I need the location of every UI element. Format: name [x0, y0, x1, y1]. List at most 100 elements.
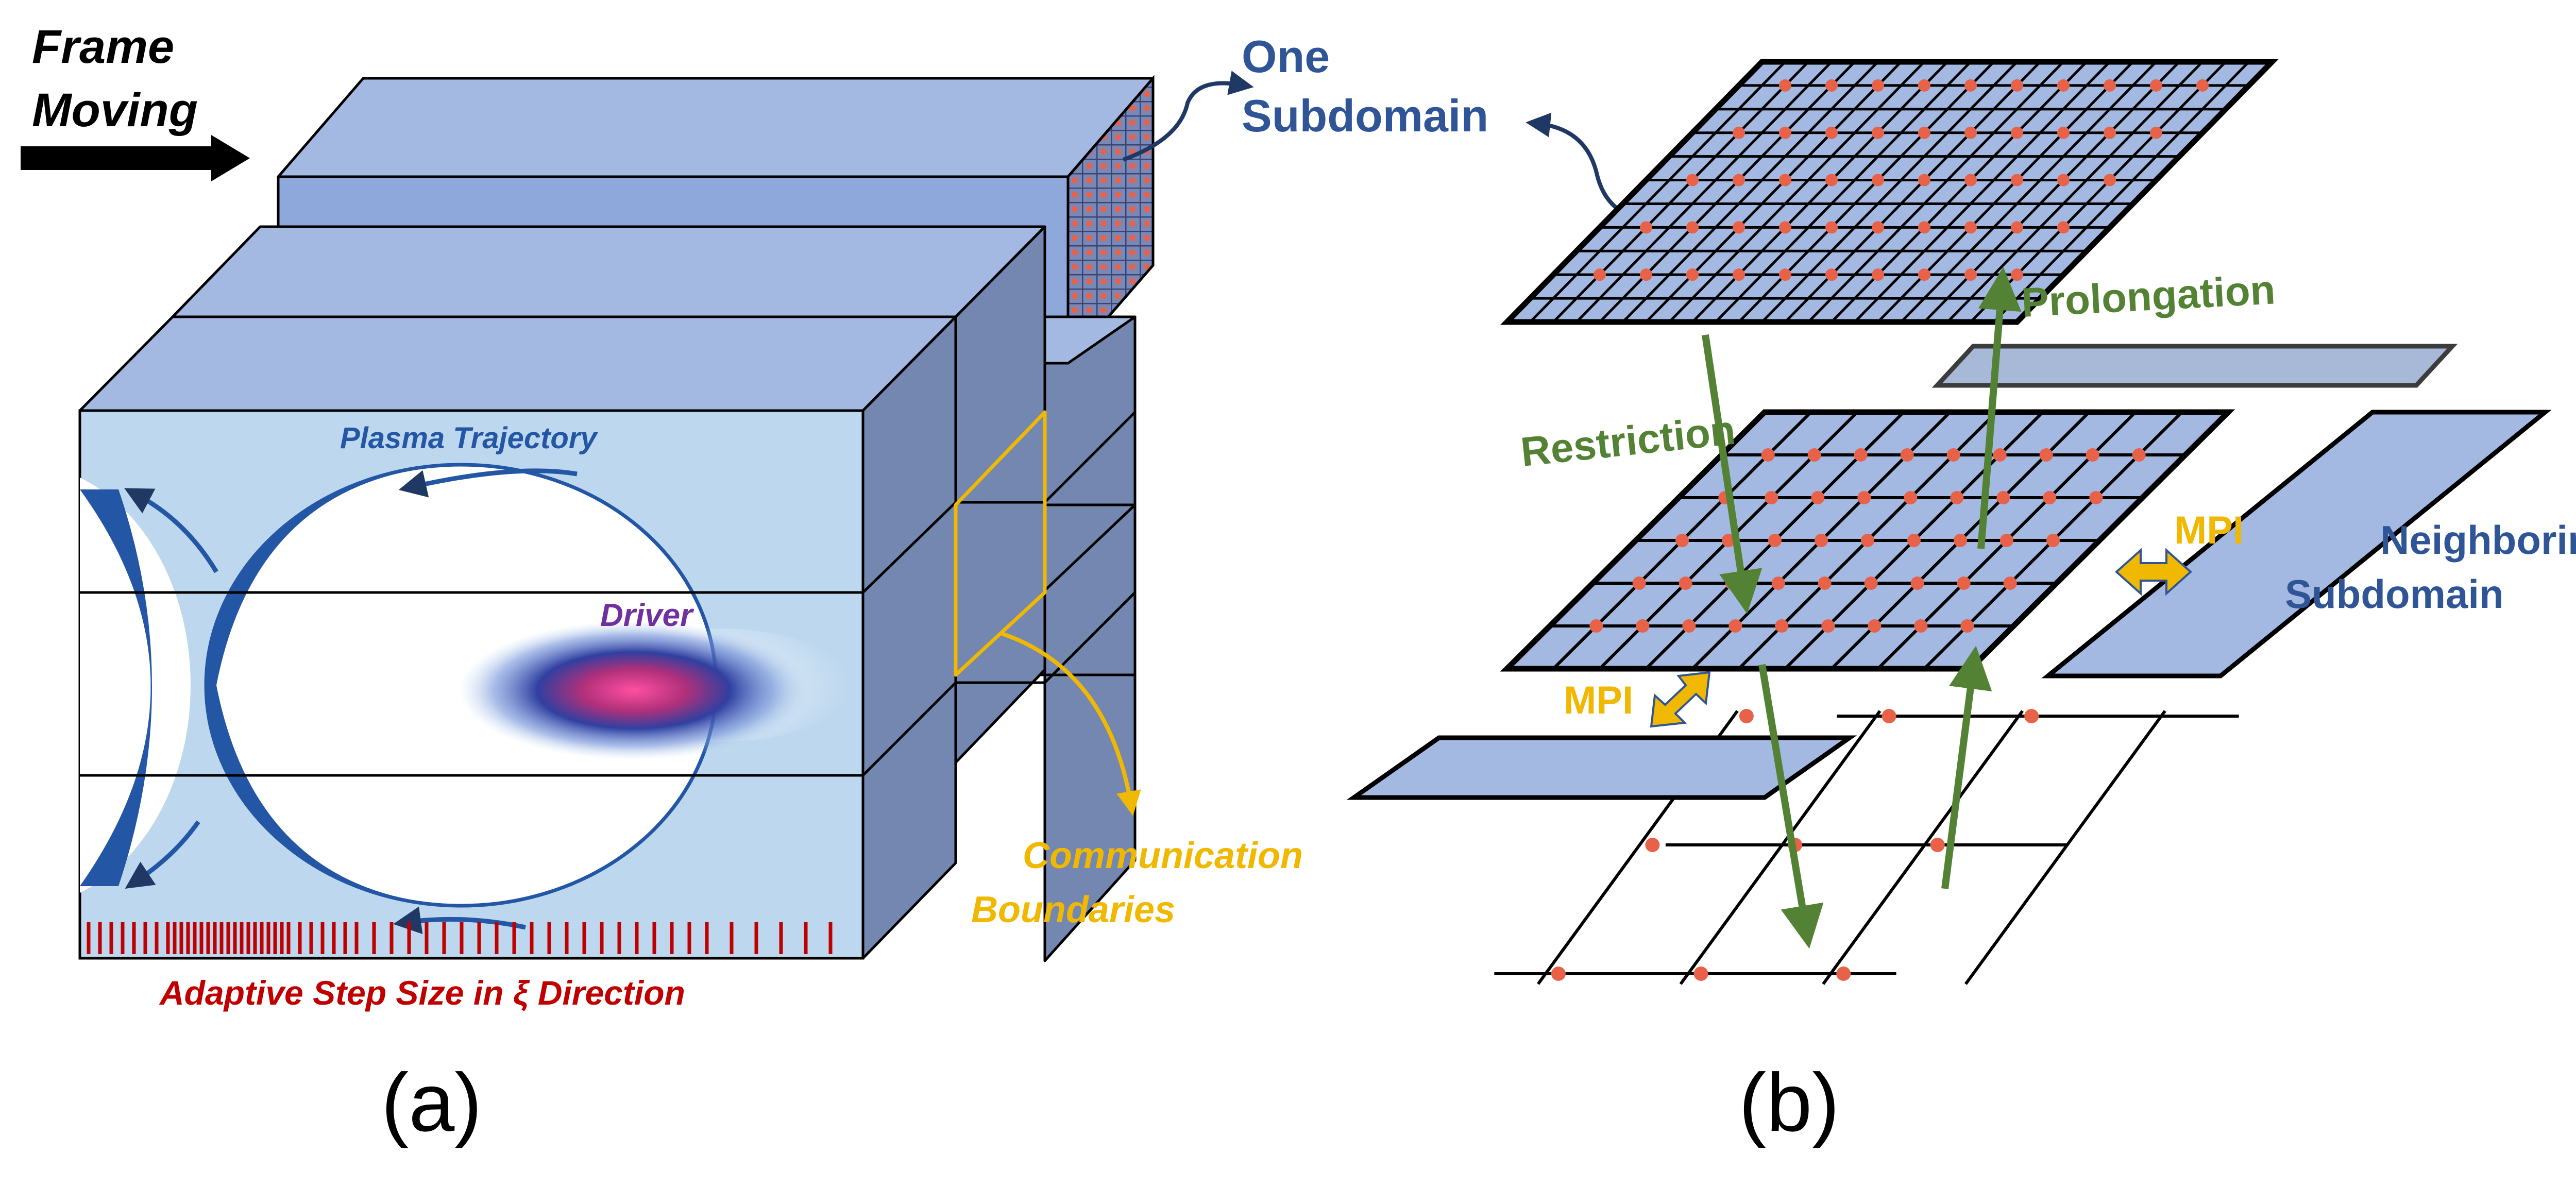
- box-middle: [171, 225, 1046, 764]
- grid-node: [1821, 619, 1835, 633]
- frame-moving-arrow: [21, 135, 250, 181]
- grid-node: [1779, 268, 1791, 281]
- one-subdomain-label-2: Subdomain: [1242, 90, 1488, 141]
- grid-node: [1768, 534, 1782, 547]
- grid-node: [1632, 576, 1646, 590]
- grid-node: [1882, 709, 1896, 723]
- grid-node: [1872, 79, 1884, 92]
- grid-node: [1900, 448, 1914, 462]
- grid-node: [1872, 221, 1884, 234]
- grid-node: [1907, 534, 1921, 547]
- grid-node: [2196, 79, 2209, 92]
- grid-node: [2011, 268, 2023, 281]
- grid-node: [1960, 619, 1974, 633]
- grid-line: [1715, 61, 1972, 323]
- grid-node: [1761, 448, 1775, 462]
- grid-node: [2057, 79, 2070, 92]
- grid-node: [1682, 619, 1696, 633]
- grid-node: [1957, 576, 1971, 590]
- grid-node: [1868, 619, 1882, 633]
- restriction-label: Restriction: [1518, 407, 1737, 475]
- grid-node: [1733, 268, 1745, 281]
- mpi-label-left: MPI: [1564, 679, 1633, 722]
- grid-node: [2132, 448, 2146, 462]
- prolongation-arrows: [1941, 267, 2022, 889]
- grid-line: [1679, 710, 1882, 985]
- grid-node: [1954, 534, 1967, 547]
- grid-node: [1910, 576, 1924, 590]
- grid-node: [1964, 79, 1977, 92]
- neighbor-plate-left: [1346, 735, 1857, 800]
- grid-node: [1950, 491, 1964, 504]
- grid-node: [1640, 221, 1652, 234]
- subdomain-connector-top: [1122, 71, 1254, 162]
- grid-node: [1551, 966, 1566, 981]
- plasma-wake: [80, 463, 850, 908]
- grid-node: [2011, 126, 2023, 139]
- grid-node: [2011, 221, 2023, 234]
- grid-line: [1622, 61, 1879, 323]
- grid-node: [2104, 126, 2116, 139]
- grid-node: [1779, 174, 1791, 186]
- grid-node: [1825, 221, 1838, 234]
- grid-node: [1733, 126, 1745, 139]
- grid-node: [1825, 174, 1838, 186]
- grid-line: [1668, 61, 1925, 323]
- grid-node: [2024, 709, 2039, 723]
- one-subdomain-label-1: One: [1242, 31, 1330, 82]
- grid-node: [1996, 491, 2010, 504]
- grid-node: [1854, 448, 1868, 462]
- grid-node: [2011, 79, 2023, 92]
- trajectory-arrows: [124, 468, 578, 935]
- grid-node: [1594, 268, 1606, 281]
- grid-node: [1904, 491, 1918, 504]
- grid-node: [1918, 268, 1930, 281]
- grid-node: [2150, 79, 2162, 92]
- grid-node: [1686, 268, 1699, 281]
- grid-node: [1918, 174, 1930, 186]
- plasma-trajectory-label: Plasma Trajectory: [340, 421, 598, 455]
- grid-node: [1872, 126, 1884, 139]
- grid-node: [1636, 619, 1650, 633]
- grid-node: [1693, 966, 1708, 981]
- neighbor-plate-top: [1931, 344, 2458, 388]
- grid-node: [1779, 79, 1791, 92]
- restriction-arrows: [1702, 334, 1824, 949]
- grid-node: [1675, 534, 1689, 547]
- grid-node: [1864, 576, 1878, 590]
- box-front-top: [78, 315, 957, 412]
- communication-boundaries-label-2: Boundaries: [971, 889, 1175, 930]
- grid-node: [1775, 619, 1789, 633]
- neighboring-subdomain-label-2: Subdomain: [2285, 571, 2504, 617]
- driver-label: Driver: [600, 598, 694, 633]
- grid-line: [1529, 61, 1786, 323]
- grid-node: [2057, 126, 2070, 139]
- grid-node: [1725, 576, 1739, 590]
- grid-node: [1918, 126, 1930, 139]
- grid-node: [1679, 576, 1692, 590]
- grid-node: [1946, 448, 1960, 462]
- grid-line: [1822, 710, 2024, 985]
- grid-node: [1811, 491, 1825, 504]
- mpi-arrow-right: [2114, 548, 2193, 596]
- grid-node: [1771, 576, 1785, 590]
- grid-line: [1900, 61, 2157, 323]
- grid-node: [1722, 534, 1735, 547]
- grid-node: [1779, 126, 1791, 139]
- grid-node: [2000, 534, 2013, 547]
- grid-node: [2011, 174, 2023, 186]
- frame-moving-label-1: Frame: [32, 21, 174, 73]
- neighbor-plate-right: [2041, 410, 2552, 679]
- plasma-sheath-left: [80, 489, 152, 886]
- grid-node: [1918, 79, 1930, 92]
- grid-node: [2150, 126, 2162, 139]
- grid-line: [1993, 61, 2250, 323]
- box-front-side: [861, 315, 1137, 960]
- grid-line: [1964, 710, 2166, 985]
- grid-node: [1993, 448, 2007, 462]
- grid-line: [1761, 61, 2018, 323]
- caption-a: (a): [381, 1056, 482, 1148]
- grid-node: [1779, 221, 1791, 234]
- grid-node: [1964, 126, 1977, 139]
